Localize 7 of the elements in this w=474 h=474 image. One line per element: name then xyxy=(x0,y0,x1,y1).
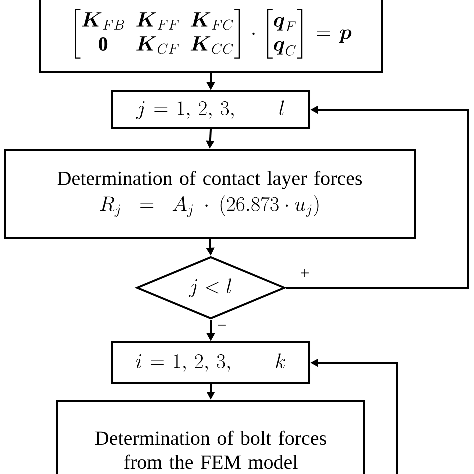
process-box: $j = 1,\, 2,\, 3, \qquad l$ xyxy=(112,90,310,130)
process-box: $\begin{bmatrix} \boldsymbol{K}_{FB} & \boldsymbol{K}_{FF} & \boldsymbol{K}_{FC} \\ \mathbf{0} & \boldsymbol{K}_{CF} & \boldsymbol{K}_{CC} \end{bmatrix} \cdot \begin{bmatrix} \boldsymbol{q}_{F} \\ \boldsymbol{q}_{C} \end{bmatrix} = \boldsymbol{p}$ xyxy=(39,0,383,73)
process-box: $i = 1,\, 2,\, 3, \qquad k$ xyxy=(112,342,310,384)
process-box: Determination of bolt forces from the FEM model xyxy=(56,400,366,474)
edge-label: + xyxy=(299,268,311,280)
edge-label: − xyxy=(216,324,228,332)
process-box: Determination of contact layer forces $R_{j} = A_{j} \cdot \left(26.873 \cdot u_{j}\right)$ xyxy=(4,149,416,239)
